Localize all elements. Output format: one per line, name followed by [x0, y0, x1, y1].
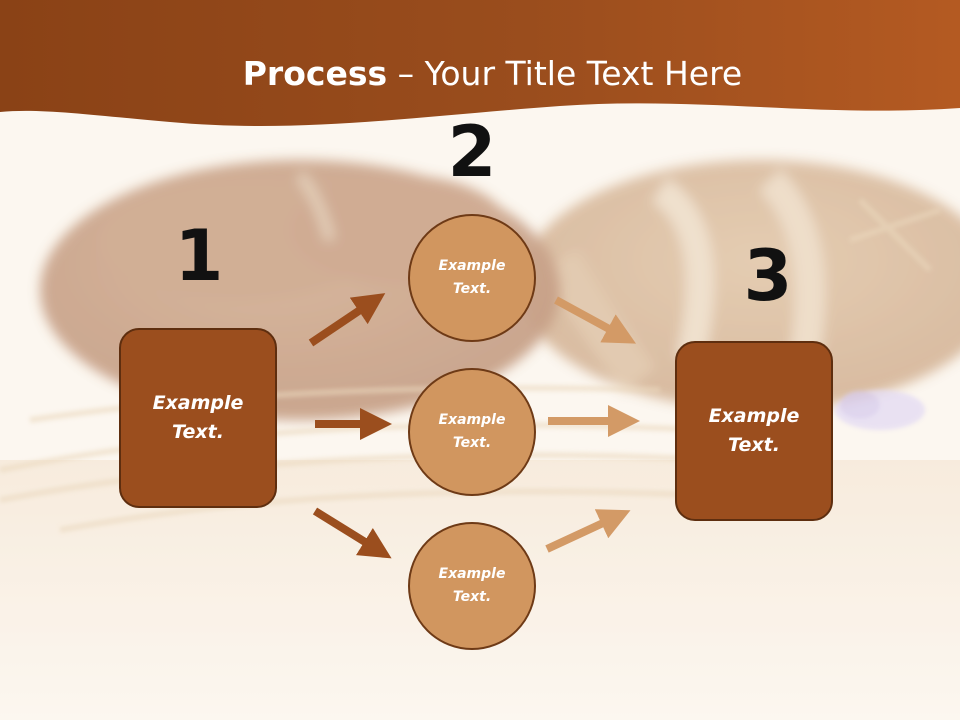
title-bold: Process: [242, 54, 388, 93]
arrow-1-to-top: [308, 293, 386, 347]
circle-top-label: Example Text.: [438, 258, 506, 297]
step-number-3: 3: [743, 235, 793, 317]
circle-bottom[interactable]: Example Text.: [408, 522, 536, 650]
circle-top[interactable]: Example Text.: [408, 214, 536, 342]
step-number-2: 2: [447, 111, 497, 193]
slide-title: Process – Your Title Text Here: [0, 52, 960, 96]
title-rest: – Your Title Text Here: [387, 54, 743, 93]
circle-middle-label: Example Text.: [438, 412, 506, 451]
circle-bottom-label: Example Text.: [438, 566, 506, 605]
arrow-bottom-to-3: [545, 509, 631, 553]
step-3-box[interactable]: Example Text.: [675, 341, 833, 521]
circle-middle[interactable]: Example Text.: [408, 368, 536, 496]
step-3-label: Example Text.: [708, 405, 800, 456]
arrow-1-to-bottom: [312, 507, 392, 559]
step-1-label: Example Text.: [152, 392, 244, 443]
arrow-top-to-3: [554, 296, 637, 344]
step-1-box[interactable]: Example Text.: [119, 328, 277, 508]
step-number-1: 1: [174, 215, 224, 297]
